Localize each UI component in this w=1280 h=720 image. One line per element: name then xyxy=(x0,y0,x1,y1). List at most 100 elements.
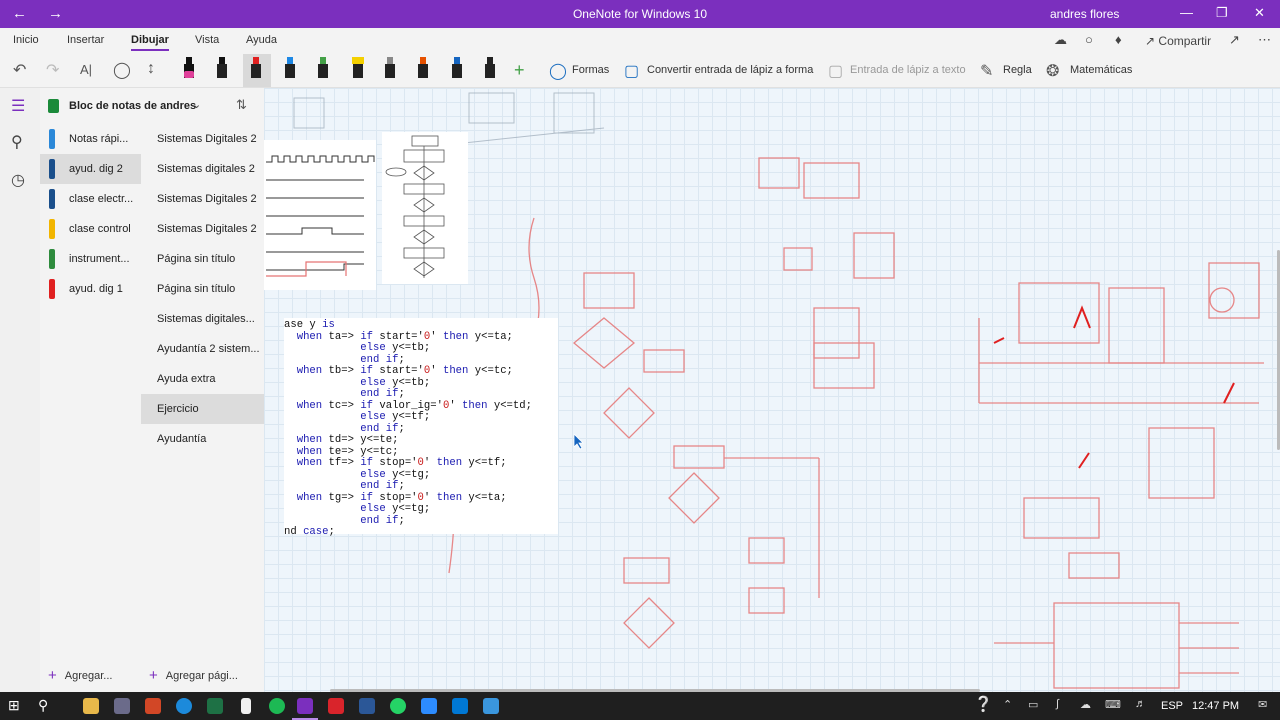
add-page-button[interactable]: +Agregar pági... xyxy=(149,667,238,684)
page-item[interactable]: Sistemas Digitales 2 xyxy=(141,124,264,154)
add-section-button[interactable]: +Agregar... xyxy=(48,667,112,684)
tab-dibujar[interactable]: Dibujar xyxy=(131,34,169,51)
bell-icon[interactable]: ♦ xyxy=(1115,32,1122,47)
pen-black[interactable] xyxy=(216,57,228,81)
ink-to-text-button[interactable]: Entrada de lápiz a texto xyxy=(850,64,966,76)
page-item[interactable]: Sistemas digitales 2 xyxy=(141,154,264,184)
math-button[interactable]: Matemáticas xyxy=(1070,64,1133,76)
back-arrow-icon[interactable]: ← xyxy=(12,5,27,22)
notifications-icon[interactable]: ✉ xyxy=(1258,699,1268,711)
shapes-icon[interactable]: ◯ xyxy=(549,63,567,80)
pen-blue[interactable] xyxy=(284,57,296,81)
page-item[interactable]: Página sin título xyxy=(141,244,264,274)
notebooks-icon[interactable]: ☰ xyxy=(11,98,26,115)
ruler-button[interactable]: Regla xyxy=(1003,64,1032,76)
section-item[interactable]: clase electr... xyxy=(40,184,141,214)
pencil-gray[interactable] xyxy=(384,57,396,81)
notebook-selector[interactable]: Bloc de notas de andres ⌄ ⇅ xyxy=(40,88,264,124)
page-item[interactable]: Ayudantía xyxy=(141,424,264,454)
keyboard-icon[interactable]: ⌨ xyxy=(1105,699,1121,711)
page-item[interactable]: Página sin título xyxy=(141,274,264,304)
tab-ayuda[interactable]: Ayuda xyxy=(246,34,277,46)
word-icon[interactable] xyxy=(359,698,375,714)
vertical-scrollbar[interactable] xyxy=(1277,250,1280,450)
store-icon[interactable] xyxy=(452,698,468,714)
show-hidden-icons-icon[interactable]: ⌃ xyxy=(1003,699,1013,711)
ink-to-shape-button[interactable]: Convertir entrada de lápiz a forma xyxy=(647,64,814,76)
vhdl-code-image[interactable]: ase y is when ta=> if start='0' then y<=… xyxy=(284,318,558,538)
page-item[interactable]: Sistemas Digitales 2 xyxy=(141,214,264,244)
user-name[interactable]: andres flores xyxy=(1050,7,1120,21)
ink-line xyxy=(463,127,605,144)
tab-insertar[interactable]: Insertar xyxy=(67,34,105,46)
excel-icon[interactable] xyxy=(207,698,223,714)
sync-icon[interactable]: ☁ xyxy=(1054,32,1067,47)
forward-arrow-icon[interactable]: → xyxy=(48,5,63,22)
help-icon[interactable]: ❔ xyxy=(974,696,993,713)
taskbar: ⊞ ⚲ ❔ ⌃ ▭ ∫ ☁ ⌨ ♬ ESP 12:47 PM ✉ xyxy=(0,692,1280,720)
start-windows-icon[interactable]: ⊞ xyxy=(8,697,20,713)
undo-icon[interactable]: ↶ xyxy=(13,62,27,79)
share-button[interactable]: ↗ Compartir xyxy=(1145,34,1211,48)
ink-to-shape-icon[interactable]: ▢ xyxy=(624,63,640,80)
file-explorer-icon[interactable] xyxy=(83,698,99,714)
section-item[interactable]: Notas rápi... xyxy=(40,124,141,154)
page-item[interactable]: Ayudantía 2 sistem... xyxy=(141,334,264,364)
horizontal-scrollbar[interactable] xyxy=(330,689,980,692)
restore-icon[interactable]: ❐ xyxy=(1216,5,1228,20)
spotify-icon[interactable] xyxy=(269,698,285,714)
search-icon[interactable]: ⚲ xyxy=(11,134,23,151)
pen-pink[interactable] xyxy=(183,57,195,81)
expand-icon[interactable]: ↗ xyxy=(1229,32,1240,47)
shapes-button[interactable]: Formas xyxy=(572,64,610,76)
pen-dark-blue[interactable] xyxy=(451,57,463,81)
highlighter-yellow[interactable] xyxy=(350,57,366,81)
edge-icon[interactable] xyxy=(176,698,192,714)
timing-diagram-image[interactable] xyxy=(264,140,376,290)
lasso-select-icon[interactable]: ◯ xyxy=(113,62,131,79)
type-select-icon[interactable]: A| xyxy=(80,62,93,77)
flowchart-image[interactable] xyxy=(382,132,468,284)
page-item[interactable]: Sistemas digitales... xyxy=(141,304,264,334)
onenote-icon[interactable] xyxy=(297,698,313,714)
sort-icon[interactable]: ⇅ xyxy=(236,97,247,112)
ruler-icon[interactable]: ✎ xyxy=(980,63,994,80)
pen-green[interactable] xyxy=(317,57,329,81)
page-item[interactable]: Ayuda extra xyxy=(141,364,264,394)
section-item[interactable]: ayud. dig 1 xyxy=(40,274,141,304)
page-item-selected[interactable]: Ejercicio xyxy=(141,394,264,424)
section-item[interactable]: ayud. dig 2 xyxy=(40,154,141,184)
math-icon[interactable]: ❂ xyxy=(1046,63,1060,80)
recent-clock-icon[interactable]: ◷ xyxy=(11,172,25,189)
network-icon[interactable]: ∫ xyxy=(1056,698,1060,710)
acrobat-icon[interactable] xyxy=(328,698,344,714)
redo-icon[interactable]: ↷ xyxy=(46,62,60,79)
tab-vista[interactable]: Vista xyxy=(195,34,220,46)
tab-inicio[interactable]: Inicio xyxy=(13,34,39,46)
mail-icon[interactable] xyxy=(483,698,499,714)
clock-time[interactable]: 12:47 PM xyxy=(1192,700,1240,712)
input-language[interactable]: ESP xyxy=(1161,700,1184,712)
more-icon[interactable]: ⋯ xyxy=(1258,32,1271,47)
onedrive-cloud-icon[interactable]: ☁ xyxy=(1080,699,1091,711)
calculator-app-icon[interactable] xyxy=(114,698,130,714)
add-pen-icon[interactable]: + xyxy=(514,60,525,80)
section-item[interactable]: clase control xyxy=(40,214,141,244)
minimize-icon[interactable]: — xyxy=(1180,5,1193,20)
calculator-icon[interactable] xyxy=(241,698,251,714)
add-space-icon[interactable]: ↕ xyxy=(147,60,155,77)
battery-icon[interactable]: ▭ xyxy=(1028,699,1039,711)
zoom-icon[interactable] xyxy=(421,698,437,714)
section-label: clase control xyxy=(69,223,131,235)
pen-galaxy[interactable] xyxy=(484,57,496,81)
pen-red[interactable] xyxy=(250,57,262,81)
section-item[interactable]: instrument... xyxy=(40,244,141,274)
pencil-orange[interactable] xyxy=(417,57,429,81)
lightbulb-icon[interactable]: ○ xyxy=(1085,32,1093,47)
search-icon[interactable]: ⚲ xyxy=(38,697,49,713)
whatsapp-icon[interactable] xyxy=(390,698,406,714)
close-icon[interactable]: ✕ xyxy=(1254,5,1265,20)
volume-icon[interactable]: ♬ xyxy=(1135,698,1146,710)
powerpoint-icon[interactable] xyxy=(145,698,161,714)
page-item[interactable]: Sistemas Digitales 2 xyxy=(141,184,264,214)
